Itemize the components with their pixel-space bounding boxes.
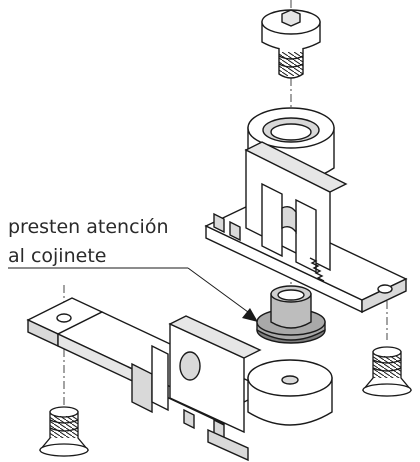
left-screw-icon (38, 406, 90, 457)
arrow-icon (242, 308, 258, 322)
callout-text-line1: presten atención (8, 216, 169, 238)
right-screw-icon (361, 346, 413, 397)
upper-bracket-part (204, 141, 408, 314)
callout-leader (8, 267, 249, 313)
callout-text-line2: al cojinete (8, 245, 107, 267)
lower-bracket-part (26, 297, 333, 462)
top-screw-icon (261, 9, 321, 79)
bearing-icon (256, 285, 326, 344)
